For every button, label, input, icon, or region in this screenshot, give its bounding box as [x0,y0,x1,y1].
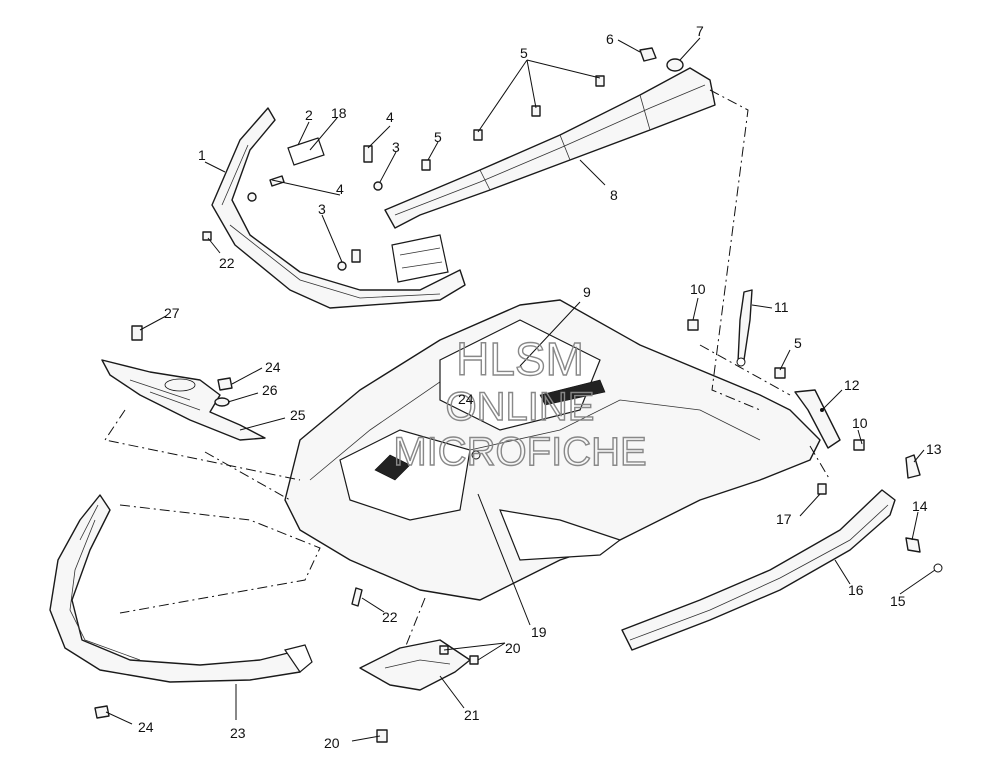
callout-25: 25 [290,407,306,423]
callout-27: 27 [164,305,180,321]
part-21-lower-plate [359,639,471,691]
callout-14: 14 [912,498,928,514]
callout-1: 1 [198,147,206,163]
callout-24c: 24 [138,719,154,735]
assembly-lines [104,89,831,649]
leader-lines [105,37,936,742]
callout-5a: 5 [520,45,528,61]
callout-23: 23 [230,725,246,741]
part-8-top-rail [384,67,716,229]
callout-16: 16 [848,582,864,598]
callout-labels: 1 2 3 3 4 4 5 5 5 6 7 8 9 10 10 11 12 13… [138,23,942,751]
callout-17: 17 [776,511,792,527]
part-16-side-rail [621,489,896,651]
callout-18: 18 [331,105,347,121]
callout-13: 13 [926,441,942,457]
watermark-line-2: ONLINE [446,385,595,429]
callout-11: 11 [774,299,789,315]
part-23-front-bumper [49,494,313,683]
part-1-bumper-bracket [211,107,466,309]
callout-5b: 5 [434,129,442,145]
callout-21: 21 [464,707,480,723]
callout-9: 9 [583,284,591,300]
part-25-skid-plate [101,359,266,441]
callout-7: 7 [696,23,704,39]
callout-20a: 20 [505,640,521,656]
callout-22a: 22 [219,255,235,271]
callout-10b: 10 [852,415,868,431]
callout-24b: 24 [458,391,474,407]
callout-6: 6 [606,31,614,47]
callout-24a: 24 [265,359,281,375]
callout-15: 15 [890,593,906,609]
callout-4a: 4 [386,109,394,125]
watermark: HLSM ONLINE MICROFICHE [393,332,648,474]
callout-8: 8 [610,187,618,203]
watermark-line-1: HLSM [456,333,584,385]
callout-5c: 5 [794,335,802,351]
part-11-stay-rod [736,289,753,367]
part-18-decal [287,137,325,166]
part-9-hood-body [284,299,821,601]
callout-2: 2 [305,107,313,123]
callout-19: 19 [531,624,547,640]
callout-26: 26 [262,382,278,398]
callout-22b: 22 [382,609,398,625]
callout-3a: 3 [392,139,400,155]
callout-10a: 10 [690,281,706,297]
watermark-line-3: MICROFICHE [393,430,646,474]
callout-20b: 20 [324,735,340,751]
callout-12: 12 [844,377,860,393]
callout-3b: 3 [318,201,326,217]
callout-4b: 4 [336,181,344,197]
